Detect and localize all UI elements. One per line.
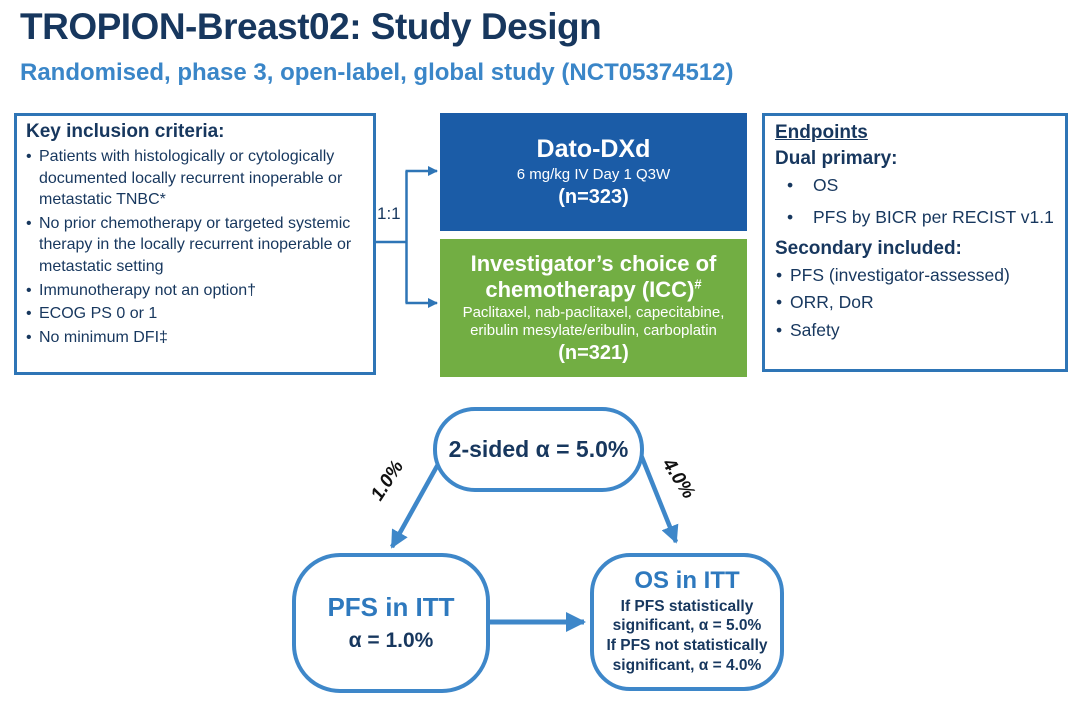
inclusion-criteria-title: Key inclusion criteria: bbox=[26, 121, 225, 142]
endpoints-box: Endpoints Dual primary: OS PFS by BICR p… bbox=[762, 113, 1068, 372]
dato-arm-n: (n=323) bbox=[558, 185, 629, 208]
dual-primary-list: OS PFS by BICR per RECIST v1.1 bbox=[775, 174, 1059, 229]
list-item: PFS (investigator-assessed) bbox=[775, 264, 1059, 287]
randomisation-ratio-label: 1:1 bbox=[377, 204, 401, 223]
pfs-itt-box: PFS in ITT α = 1.0% bbox=[292, 553, 490, 693]
alpha-split-right-label: 4.0% bbox=[657, 454, 700, 503]
list-item: OS bbox=[775, 174, 1059, 197]
icc-arm-n: (n=321) bbox=[558, 341, 629, 364]
secondary-label: Secondary included: bbox=[775, 237, 962, 259]
os-itt-title: OS in ITT bbox=[634, 567, 740, 595]
list-item: PFS by BICR per RECIST v1.1 bbox=[775, 206, 1059, 229]
os-itt-box: OS in ITT If PFS statistically significa… bbox=[590, 553, 784, 691]
list-item: ORR, DoR bbox=[775, 291, 1059, 314]
inclusion-criteria-list: Patients with histologically or cytologi… bbox=[26, 146, 369, 348]
list-item: Safety bbox=[775, 319, 1059, 342]
secondary-list: PFS (investigator-assessed) ORR, DoR Saf… bbox=[775, 264, 1059, 342]
page-title: TROPION-Breast02: Study Design bbox=[20, 6, 602, 47]
list-item: Immunotherapy not an option† bbox=[26, 280, 369, 302]
dato-arm-name: Dato-DXd bbox=[536, 135, 651, 164]
dual-primary-label: Dual primary: bbox=[775, 148, 898, 169]
endpoints-title: Endpoints bbox=[775, 122, 868, 143]
list-item: No minimum DFI‡ bbox=[26, 327, 369, 349]
dato-arm-dose: 6 mg/kg IV Day 1 Q3W bbox=[516, 165, 671, 183]
list-item: No prior chemotherapy or targeted system… bbox=[26, 213, 369, 278]
icc-footnote-marker: # bbox=[694, 276, 702, 292]
pfs-itt-alpha: α = 1.0% bbox=[348, 629, 434, 653]
icc-arm-drugs: Paclitaxel, nab-paclitaxel, capecitabine… bbox=[462, 303, 725, 339]
icc-arm-name: Investigator’s choice of chemotherapy (I… bbox=[470, 251, 717, 302]
inclusion-criteria-box: Key inclusion criteria: Patients with hi… bbox=[14, 113, 376, 375]
os-itt-conditions: If PFS statistically significant, α = 5.… bbox=[606, 597, 768, 675]
dato-dxd-arm-box: Dato-DXd 6 mg/kg IV Day 1 Q3W (n=323) bbox=[440, 113, 747, 231]
two-sided-alpha-label: 2-sided α = 5.0% bbox=[448, 436, 629, 462]
list-item: ECOG PS 0 or 1 bbox=[26, 303, 369, 325]
list-item: Patients with histologically or cytologi… bbox=[26, 146, 369, 211]
icc-arm-box: Investigator’s choice of chemotherapy (I… bbox=[440, 239, 747, 377]
page-subtitle: Randomised, phase 3, open-label, global … bbox=[20, 59, 734, 86]
two-sided-alpha-box: 2-sided α = 5.0% bbox=[433, 407, 644, 492]
alpha-split-left-label: 1.0% bbox=[366, 456, 409, 505]
pfs-itt-title: PFS in ITT bbox=[327, 591, 455, 622]
